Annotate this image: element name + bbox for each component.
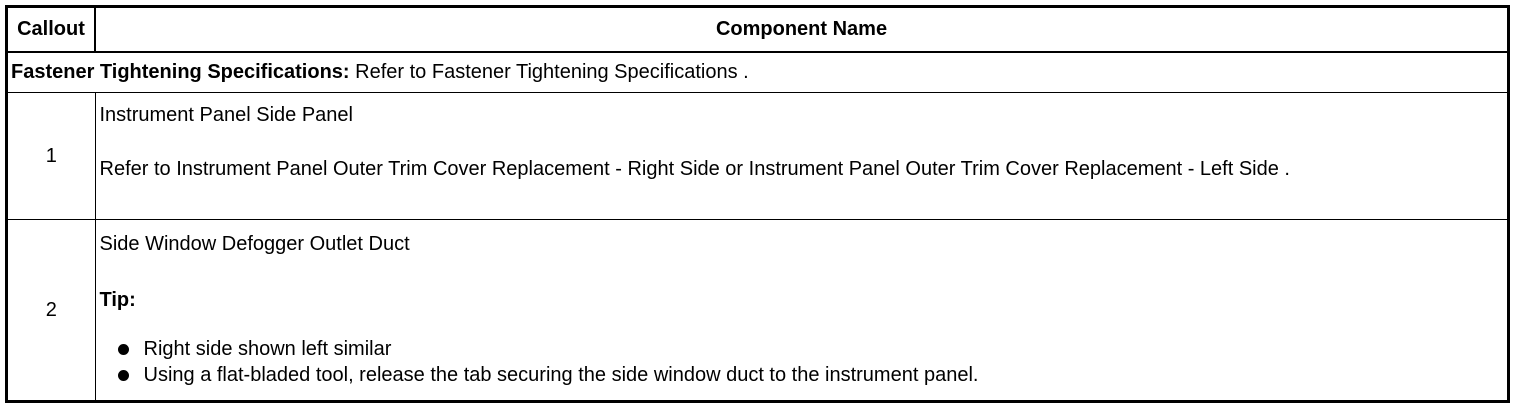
component-title: Instrument Panel Side Panel [99,103,354,126]
component-title: Side Window Defogger Outlet Duct [99,233,410,256]
table-header-row: Callout Component Name [7,6,1508,53]
callout-number: 2 [7,219,96,401]
fastener-spec-separator: : [342,61,350,84]
component-table: Callout Component Name Fastener Tighteni… [7,6,1508,401]
callout-number: 1 [7,91,96,221]
bullet-text: Using a flat-bladed tool, release the ta… [143,364,979,387]
list-item: Right side shown left similar [100,336,1504,362]
component-cell: Instrument Panel Side Panel Refer to Ins… [94,91,1508,221]
fastener-spec-row: Fastener Tightening Specifications: Refe… [7,51,1508,93]
fastener-spec-cell: Fastener Tightening Specifications: Refe… [7,51,1508,93]
component-detail: Refer to Instrument Panel Outer Trim Cov… [99,157,1291,180]
callout-column-header: Callout [7,6,96,53]
table-row: 2 Side Window Defogger Outlet Duct Tip: … [7,219,1508,401]
fastener-spec-label: Fastener Tightening Specifications [11,61,343,84]
component-name-column-header: Component Name [94,6,1508,53]
list-item: Using a flat-bladed tool, release the ta… [100,362,1504,388]
bullet-dot-icon [117,344,129,356]
component-cell: Side Window Defogger Outlet Duct Tip: Ri… [94,219,1508,401]
tip-label: Tip: [99,289,136,312]
bullet-text: Right side shown left similar [143,338,392,361]
fastener-spec-text: Refer to Fastener Tightening Specificati… [349,61,749,84]
tip-bullet-list: Right side shown left similar Using a fl… [100,336,1504,388]
table-row: 1 Instrument Panel Side Panel Refer to I… [7,91,1508,221]
bullet-dot-icon [117,370,129,382]
component-table-frame: Callout Component Name Fastener Tighteni… [5,5,1510,403]
